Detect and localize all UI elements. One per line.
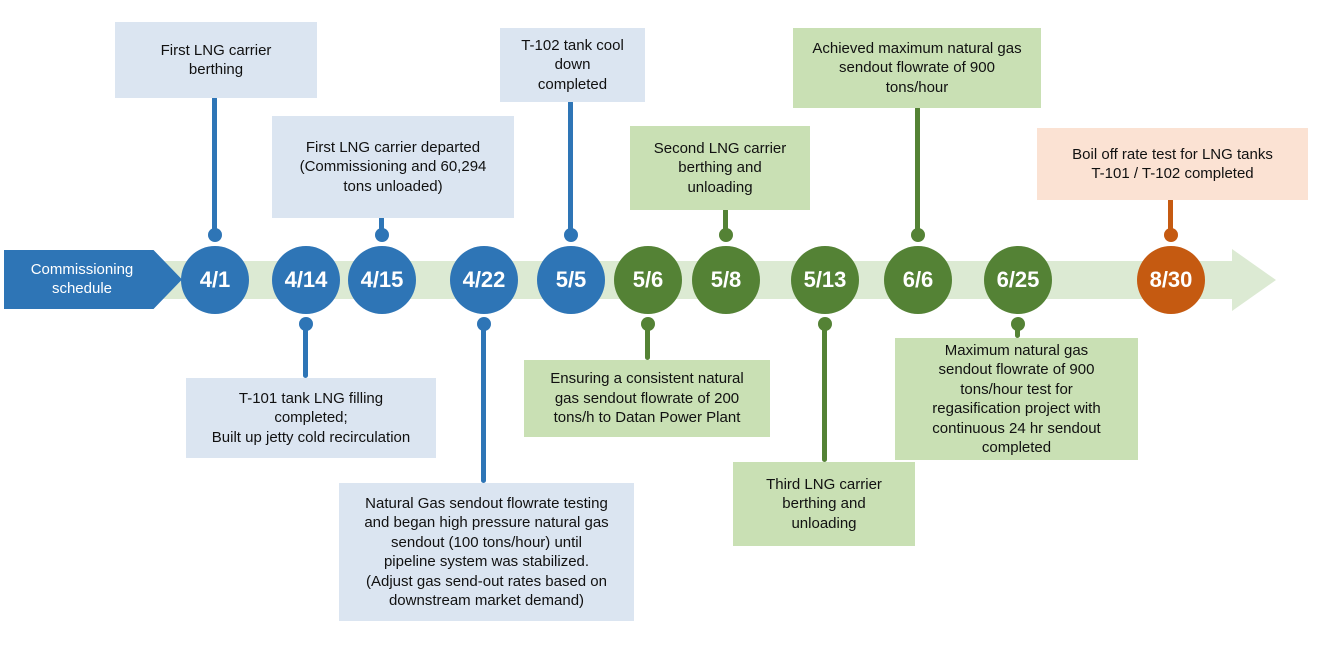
callout-first-carrier-berthing: First LNG carrier berthing xyxy=(115,22,317,98)
timeline-node-5-8: 5/8 xyxy=(692,246,760,314)
commissioning-schedule-banner: Commissioning schedule xyxy=(4,250,182,309)
connector-dot xyxy=(208,228,222,242)
callout-third-carrier-berthing: Third LNG carrier berthing and unloading xyxy=(733,462,915,546)
timeline-node-5-5: 5/5 xyxy=(537,246,605,314)
timeline-node-8-30: 8/30 xyxy=(1137,246,1205,314)
callout-boiloff-rate-test: Boil off rate test for LNG tanks T-101 /… xyxy=(1037,128,1308,200)
connector-line xyxy=(1168,198,1173,238)
timeline-node-5-6: 5/6 xyxy=(614,246,682,314)
connector-line xyxy=(379,216,384,238)
connector-line xyxy=(568,100,573,236)
connector-line xyxy=(723,208,728,238)
timeline-node-5-13: 5/13 xyxy=(791,246,859,314)
timeline-node-6-25: 6/25 xyxy=(984,246,1052,314)
connector-line xyxy=(303,320,308,378)
callout-second-carrier-berthing: Second LNG carrier berthing and unloadin… xyxy=(630,126,810,210)
connector-dot xyxy=(719,228,733,242)
timeline-node-4-22: 4/22 xyxy=(450,246,518,314)
timeline-arrowhead xyxy=(1232,249,1276,311)
callout-max-flowrate-24hr-test: Maximum natural gas sendout flowrate of … xyxy=(895,338,1138,460)
timeline-node-6-6: 6/6 xyxy=(884,246,952,314)
connector-dot xyxy=(911,228,925,242)
connector-dot xyxy=(299,317,313,331)
connector-dot xyxy=(564,228,578,242)
connector-dot xyxy=(1011,317,1025,331)
connector-dot xyxy=(1164,228,1178,242)
connector-line xyxy=(822,320,827,462)
timeline-node-4-14: 4/14 xyxy=(272,246,340,314)
callout-consistent-flowrate-200: Ensuring a consistent natural gas sendou… xyxy=(524,360,770,437)
timeline-node-4-1: 4/1 xyxy=(181,246,249,314)
callout-max-flowrate-900: Achieved maximum natural gas sendout flo… xyxy=(793,28,1041,108)
callout-t102-cooldown-completed: T-102 tank cool down completed xyxy=(500,28,645,102)
connector-line xyxy=(645,320,650,360)
connector-line xyxy=(481,320,486,483)
callout-t101-filling-completed: T-101 tank LNG filling completed; Built … xyxy=(186,378,436,458)
connector-line xyxy=(915,106,920,238)
connector-line xyxy=(212,96,217,236)
timeline-node-4-15: 4/15 xyxy=(348,246,416,314)
callout-gas-sendout-flowrate-testing: Natural Gas sendout flowrate testing and… xyxy=(339,483,634,621)
connector-dot xyxy=(375,228,389,242)
callout-first-carrier-departed: First LNG carrier departed (Commissionin… xyxy=(272,116,514,218)
connector-dot xyxy=(641,317,655,331)
connector-dot xyxy=(477,317,491,331)
connector-dot xyxy=(818,317,832,331)
